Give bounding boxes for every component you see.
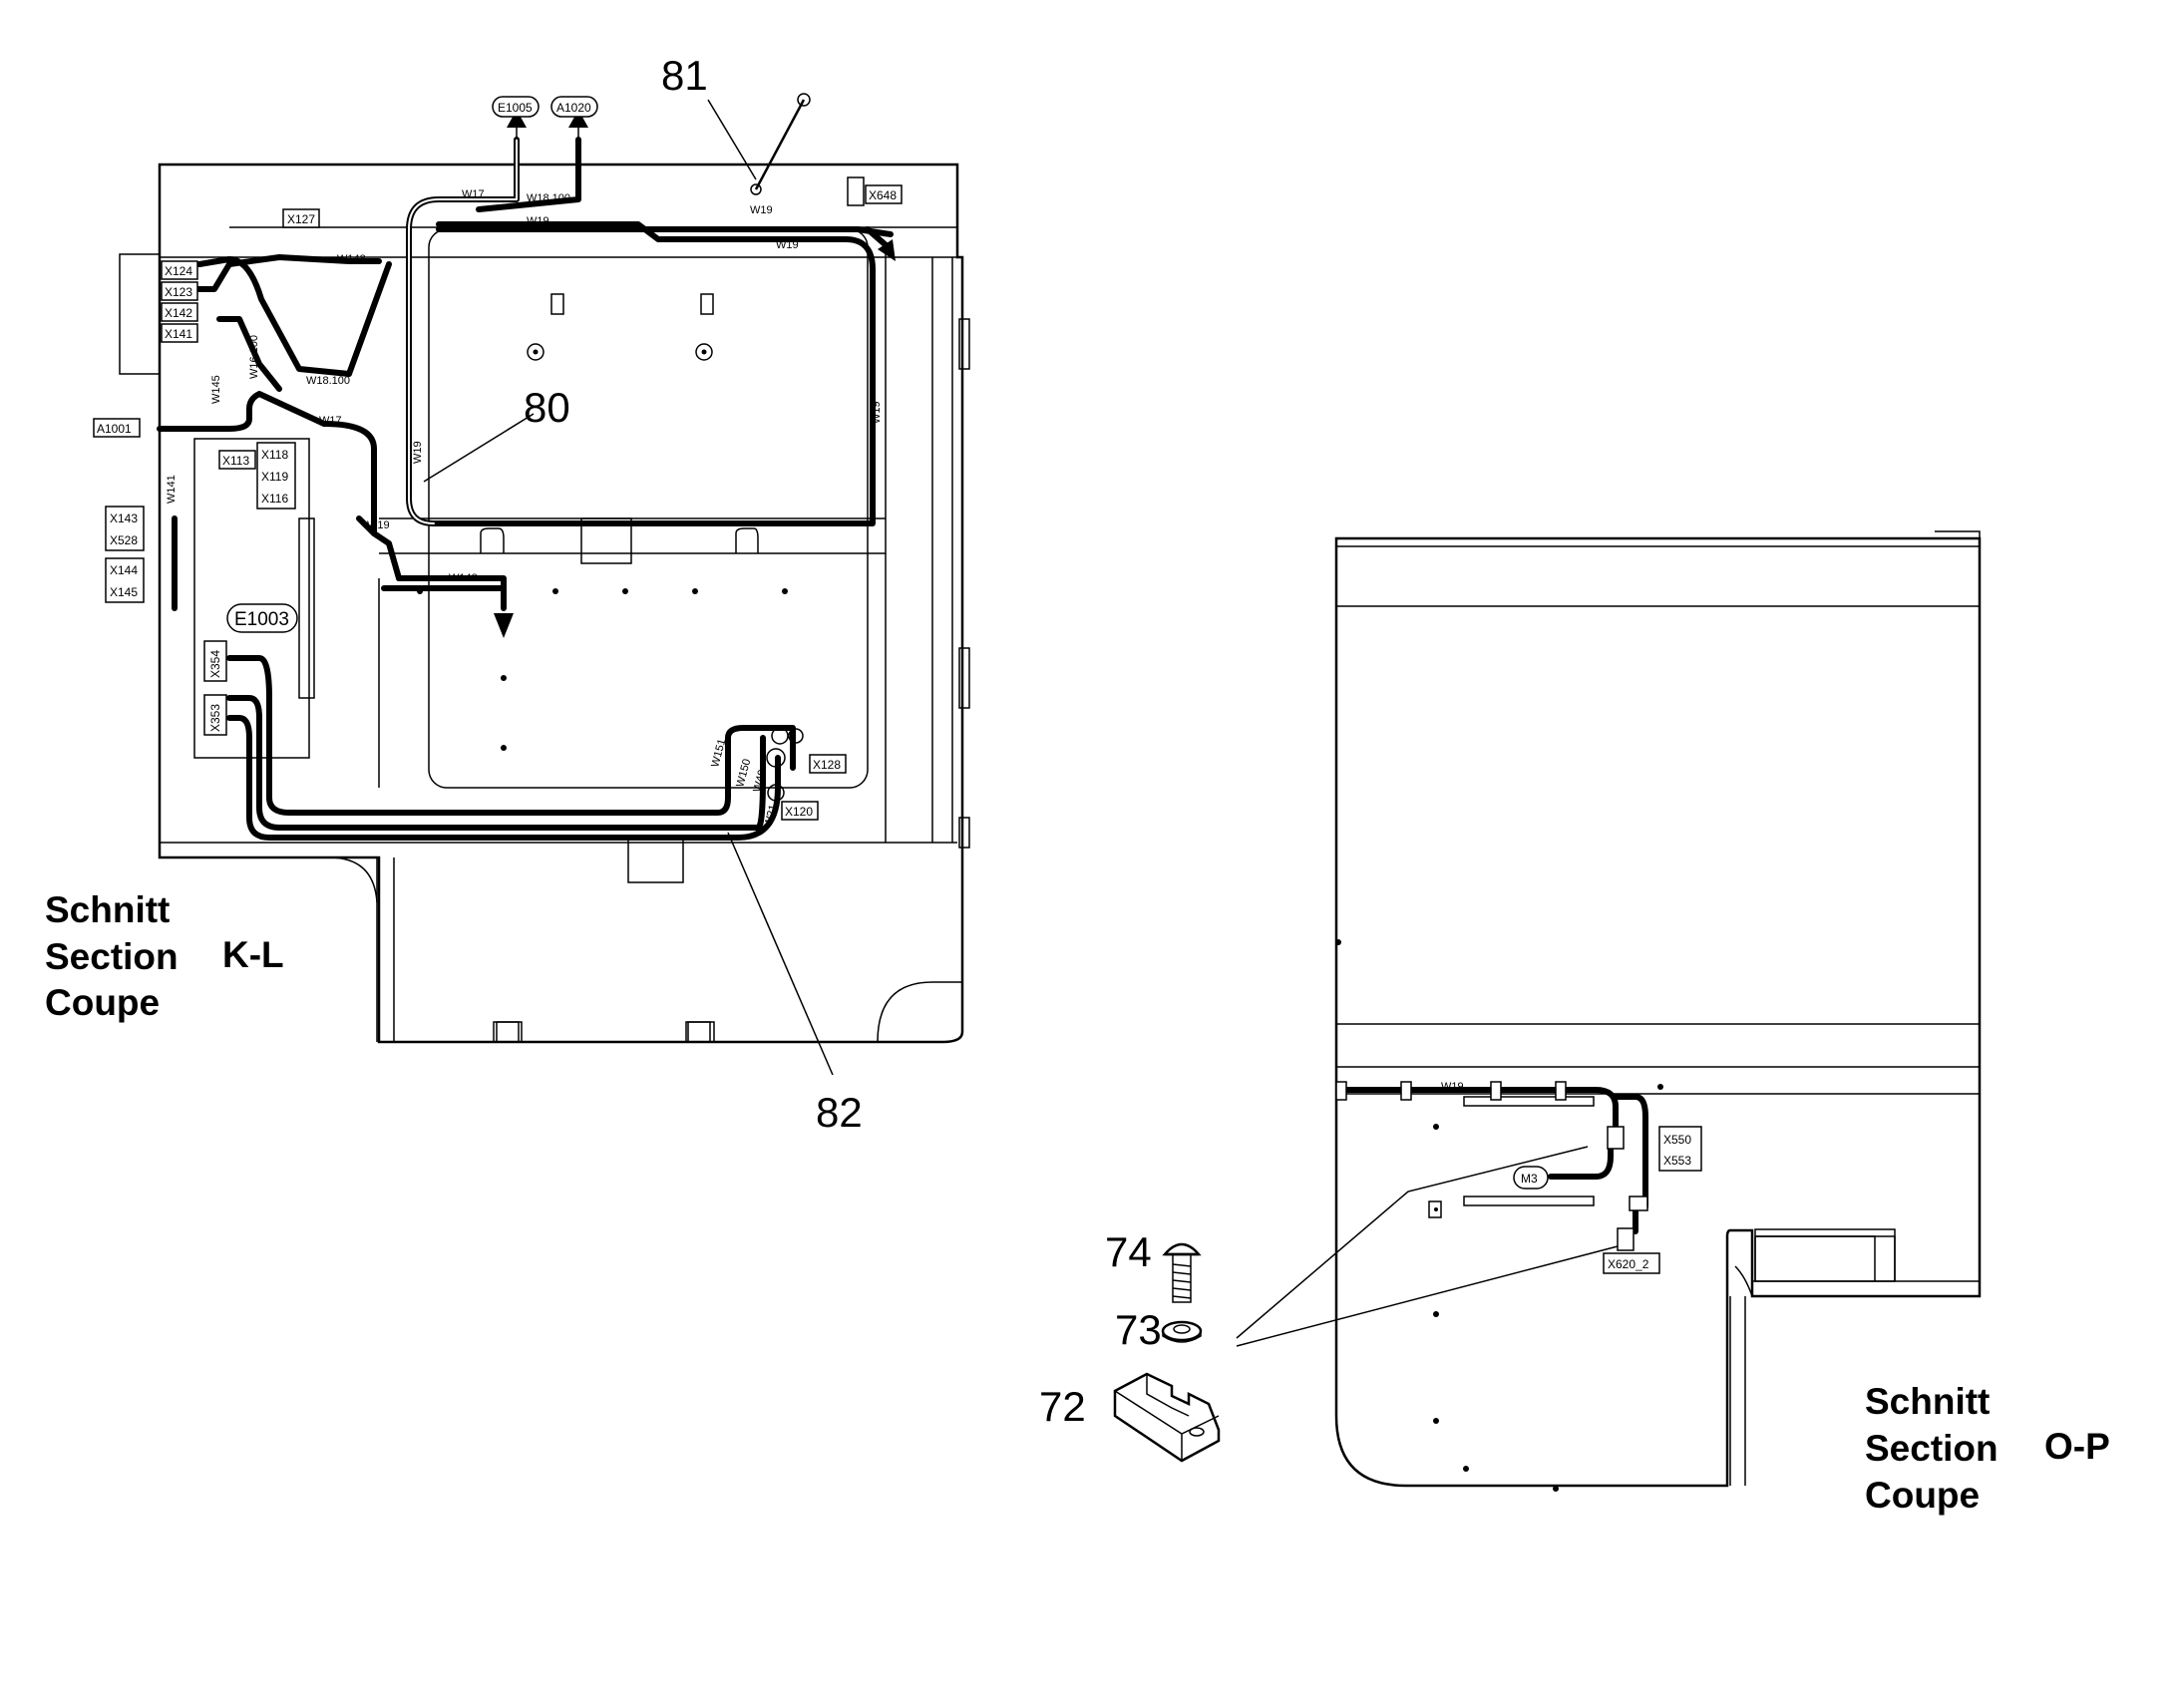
harness-routes [157,137,894,841]
svg-text:E1003: E1003 [234,609,289,630]
wire-label-w148: W148 [337,253,366,265]
svg-text:X144: X144 [110,563,138,577]
component-tag-a1020: A1020 [550,96,598,118]
svg-text:A1001: A1001 [97,422,132,436]
section-label-op: Schnitt Section Coupe O-P [1865,1381,2110,1516]
wire-label-w150: W150 [734,758,753,789]
svg-text:M3: M3 [1521,1172,1538,1186]
connector-tag-x550-x553: X550 X553 [1658,1126,1702,1172]
svg-text:Schnitt: Schnitt [1865,1381,1990,1422]
connector-tag-a1001: A1001 [93,418,141,438]
wire-label-w19: W19 [871,401,883,424]
connector-tag-x142: X142 [161,302,198,322]
callout-72: 72 [1039,1383,1086,1430]
svg-text:E1005: E1005 [498,101,533,115]
svg-text:X145: X145 [110,585,138,599]
component-tag-e1005: E1005 [492,96,540,118]
wire-label-w141: W141 [166,475,178,504]
callout-74: 74 [1105,1228,1152,1275]
connector-tag-x144-x145: X144 X145 [105,557,145,603]
connector-tag-x128: X128 [809,754,847,774]
svg-text:X119: X119 [261,470,288,484]
callout-73: 73 [1115,1306,1162,1353]
connector-tag-x118-x119-x116: X118 X119 X116 [256,442,296,510]
connector-tag-x123: X123 [161,281,198,301]
part-73-washer [1161,1320,1203,1343]
svg-text:X553: X553 [1663,1154,1691,1168]
component-tag-e1003: E1003 [226,603,298,633]
connector-tag-x648: X648 [865,184,903,204]
svg-text:X127: X127 [287,212,315,226]
svg-text:X123: X123 [165,285,192,299]
wire-label-w18-100: W18.100 [527,192,570,204]
svg-text:K-L: K-L [222,934,284,975]
svg-text:X116: X116 [261,492,288,506]
callout-81: 81 [661,52,708,99]
wire-label-w19: W19 [367,519,390,531]
svg-text:X550: X550 [1663,1133,1691,1147]
svg-text:A1020: A1020 [556,101,591,115]
svg-text:Schnitt: Schnitt [45,889,170,930]
svg-text:Coupe: Coupe [1865,1475,1980,1516]
connector-tag-x620-2: X620_2 [1603,1252,1660,1274]
svg-text:X141: X141 [165,327,192,341]
svg-text:Coupe: Coupe [45,982,160,1023]
wire-label-w148: W148 [449,572,478,584]
wire-label-w16-100: W16.100 [248,335,260,379]
view-section-kl: W17 W18.100 W19 W19 W19 W148 W18.100 W17… [93,93,970,1044]
callout-80: 80 [524,384,570,431]
svg-text:X620_2: X620_2 [1608,1257,1649,1271]
wire-label-w17: W17 [319,415,342,427]
part-72-clamp-block [1113,1372,1221,1463]
svg-text:X142: X142 [165,306,192,320]
wire-label-w19-op: W19 [1441,1081,1464,1093]
wire-label-w21: W21 [762,804,779,829]
svg-text:Section: Section [1865,1428,1998,1469]
component-tag-m3: M3 [1513,1166,1549,1190]
svg-text:X354: X354 [208,650,222,678]
wire-label-w18-100: W18.100 [306,375,350,387]
section-label-kl: Schnitt Section Coupe K-L [45,889,284,1023]
view-section-op: W19 X550 X553 M3 X620_2 [1334,530,1982,1492]
connector-tag-x127: X127 [282,208,320,228]
callout-82: 82 [816,1089,863,1136]
connector-tag-x113: X113 [218,450,256,470]
svg-text:X124: X124 [165,264,192,278]
wire-label-w19: W19 [527,215,549,227]
svg-text:X118: X118 [261,448,288,462]
wire-label-w19: W19 [412,441,424,464]
connector-tag-x143-x528: X143 X528 [105,506,145,551]
svg-text:X648: X648 [869,188,897,202]
connector-tag-x354: X354 [203,640,227,682]
svg-text:X143: X143 [110,512,138,525]
svg-text:X120: X120 [785,805,813,819]
wire-label-w40: W40 [751,769,768,794]
svg-text:Section: Section [45,936,179,977]
connector-tag-x124: X124 [161,260,198,280]
connector-tag-x141: X141 [161,323,198,343]
svg-text:X353: X353 [208,704,222,732]
wire-label-w145: W145 [210,375,222,404]
wire-label-w19: W19 [776,239,799,251]
connector-tag-x353: X353 [203,694,227,736]
wire-label-w19: W19 [750,204,773,216]
svg-text:X528: X528 [110,533,138,547]
svg-text:X128: X128 [813,758,841,772]
svg-text:O-P: O-P [2044,1426,2110,1467]
part-74-screw [1162,1242,1202,1303]
svg-text:X113: X113 [222,454,249,468]
connector-tag-x120: X120 [781,801,819,821]
wire-label-w17: W17 [462,188,485,200]
